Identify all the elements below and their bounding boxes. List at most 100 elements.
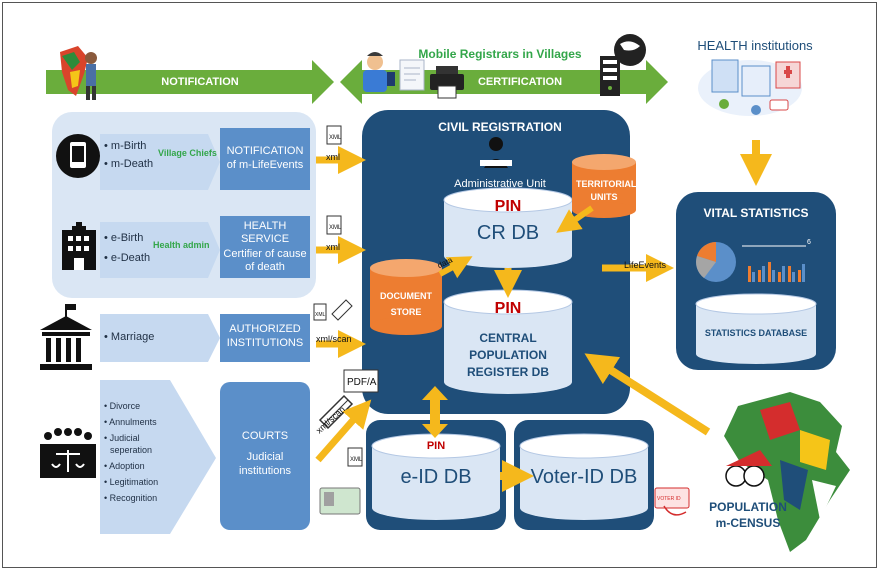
court-item-adoption: • Adoption xyxy=(104,461,145,471)
xml-file-icon-2 xyxy=(326,215,342,235)
government-building-icon xyxy=(40,304,92,370)
court-item-annulments: • Annulments xyxy=(104,417,157,427)
health-service-box xyxy=(220,216,310,278)
hospital-icon xyxy=(62,222,96,270)
mobile-registrars-label: Mobile Registrars in Villages xyxy=(418,47,582,61)
xml-file-icon-3 xyxy=(313,303,327,321)
e-death-item: • e-Death xyxy=(104,252,151,264)
health-service-label: HEALTH SERVICE xyxy=(240,220,290,245)
e-death-text: e-Death xyxy=(110,252,151,264)
printer-icon xyxy=(430,66,464,99)
cpr-label: CENTRAL POPULATION REGISTER DB xyxy=(466,331,549,379)
voter-card-label: VOTER ID xyxy=(657,496,681,502)
scanner-icon-small xyxy=(331,299,353,321)
certificate-icon xyxy=(399,59,425,91)
eid-db-cylinder xyxy=(371,433,501,520)
flow-arrows xyxy=(315,140,772,492)
crdb-label: CR DB xyxy=(476,222,540,244)
cpr-pin-label: PIN xyxy=(494,300,522,317)
lifeevents-label: LifeEvents xyxy=(624,260,667,270)
xml-icon-text-4: XML xyxy=(350,457,363,463)
health-institutions-label: HEALTH institutions xyxy=(697,38,813,53)
judicial-institutions-label: Judicial institutions xyxy=(239,451,291,477)
courts-chevron xyxy=(100,380,216,534)
africa-flags-map-icon xyxy=(724,392,850,552)
court-item-text: Judicial seperation xyxy=(109,433,153,455)
certification-label: CERTIFICATION xyxy=(477,76,563,88)
court-item-text: Divorce xyxy=(109,401,141,411)
notification-box-label: NOTIFICATION of m-LifeEvents xyxy=(226,145,304,171)
village-chevron xyxy=(100,134,220,190)
marriage-text: Marriage xyxy=(110,331,155,343)
health-chevron xyxy=(100,222,220,278)
courts-items-list: • Divorce • Annulments • Judicial sepera… xyxy=(104,400,174,504)
document-store-label: DOCUMENT STORE xyxy=(380,291,432,317)
notification-box xyxy=(220,128,310,190)
admin-unit-label: Administrative Unit xyxy=(454,178,546,190)
court-item-recognition: • Recognition xyxy=(104,493,158,503)
administrator-icon xyxy=(480,137,512,168)
eid-cpr-double-arrow xyxy=(422,386,448,438)
marriage-item: • Marriage xyxy=(104,331,155,343)
marriage-chevron xyxy=(100,314,220,362)
authorized-institutions-box xyxy=(220,314,310,362)
authorized-institutions-label: AUTHORIZED INSTITUTIONS xyxy=(226,323,304,349)
court-icon xyxy=(40,428,96,478)
territorial-units-label: TERRITORIAL UNITS xyxy=(576,179,637,202)
id-card-icon xyxy=(319,487,361,515)
m-census-label: m-CENSUS xyxy=(715,516,781,530)
court-item-text: Legitimation xyxy=(109,477,159,487)
statistics-db-label: STATISTICS DATABASE xyxy=(704,328,808,338)
m-death-text: m-Death xyxy=(110,158,154,170)
cr-db-cylinder xyxy=(443,187,573,268)
statistics-db-cylinder xyxy=(695,293,817,364)
cpr-db-cylinder xyxy=(443,289,573,394)
mobile-registrar-icon xyxy=(363,52,395,92)
court-item-text: Adoption xyxy=(109,461,145,471)
vital-statistics-title: VITAL STATISTICS xyxy=(703,206,809,220)
e-birth-text: e-Birth xyxy=(110,232,144,244)
xml-label-1: xml xyxy=(326,152,340,162)
africa-person-icon xyxy=(60,46,97,100)
statistics-charts xyxy=(696,242,806,282)
voter-db-cylinder xyxy=(519,433,649,520)
village-chiefs-label: Village Chiefs xyxy=(158,148,217,158)
population-label: POPULATION xyxy=(709,500,787,514)
globe-server-icon xyxy=(600,34,646,96)
crdb-pin-label: PIN xyxy=(494,198,522,215)
m-death-item: • m-Death xyxy=(104,158,154,170)
health-institutions-icon xyxy=(698,59,802,116)
stats-chart-number: 6 xyxy=(807,239,811,246)
court-item-judicial-separation: • Judicial seperation xyxy=(104,433,153,455)
eid-pin-label: PIN xyxy=(426,440,446,452)
xml-icon-text-2: XML xyxy=(329,225,342,231)
court-item-legitimation: • Legitimation xyxy=(104,477,159,487)
notification-label: NOTIFICATION xyxy=(161,76,239,88)
eid-label: e-ID DB xyxy=(400,466,472,488)
court-item-divorce: • Divorce xyxy=(104,401,141,411)
e-birth-item: • e-Birth xyxy=(104,232,144,244)
court-item-text: Recognition xyxy=(109,493,158,503)
xml-label-2: xml xyxy=(326,242,340,252)
court-item-text: Annulments xyxy=(109,417,157,427)
certifier-label: Certifier of cause of death xyxy=(223,248,307,273)
xml-file-icon-4 xyxy=(347,447,363,467)
health-admin-label: Health admin xyxy=(153,240,210,250)
xml-file-icon-1 xyxy=(326,125,342,145)
pdfa-label: PDF/A xyxy=(347,377,377,388)
mobile-phone-icon xyxy=(56,134,100,178)
document-store-cylinder xyxy=(370,259,442,335)
xml-icon-text-1: XML xyxy=(329,135,342,141)
xml-icon-text-3: XML xyxy=(315,312,326,318)
courts-box xyxy=(220,382,310,530)
m-birth-item: • m-Birth xyxy=(104,140,147,152)
courts-label: COURTS xyxy=(241,430,289,442)
m-birth-text: m-Birth xyxy=(110,140,147,152)
voter-card-icon xyxy=(654,487,690,516)
pdfa-file-icon xyxy=(343,369,379,393)
voter-label: Voter-ID DB xyxy=(530,466,638,488)
civil-registration-title: CIVIL REGISTRATION xyxy=(438,120,562,134)
xml-scan-label: xml/scan xyxy=(316,334,352,344)
